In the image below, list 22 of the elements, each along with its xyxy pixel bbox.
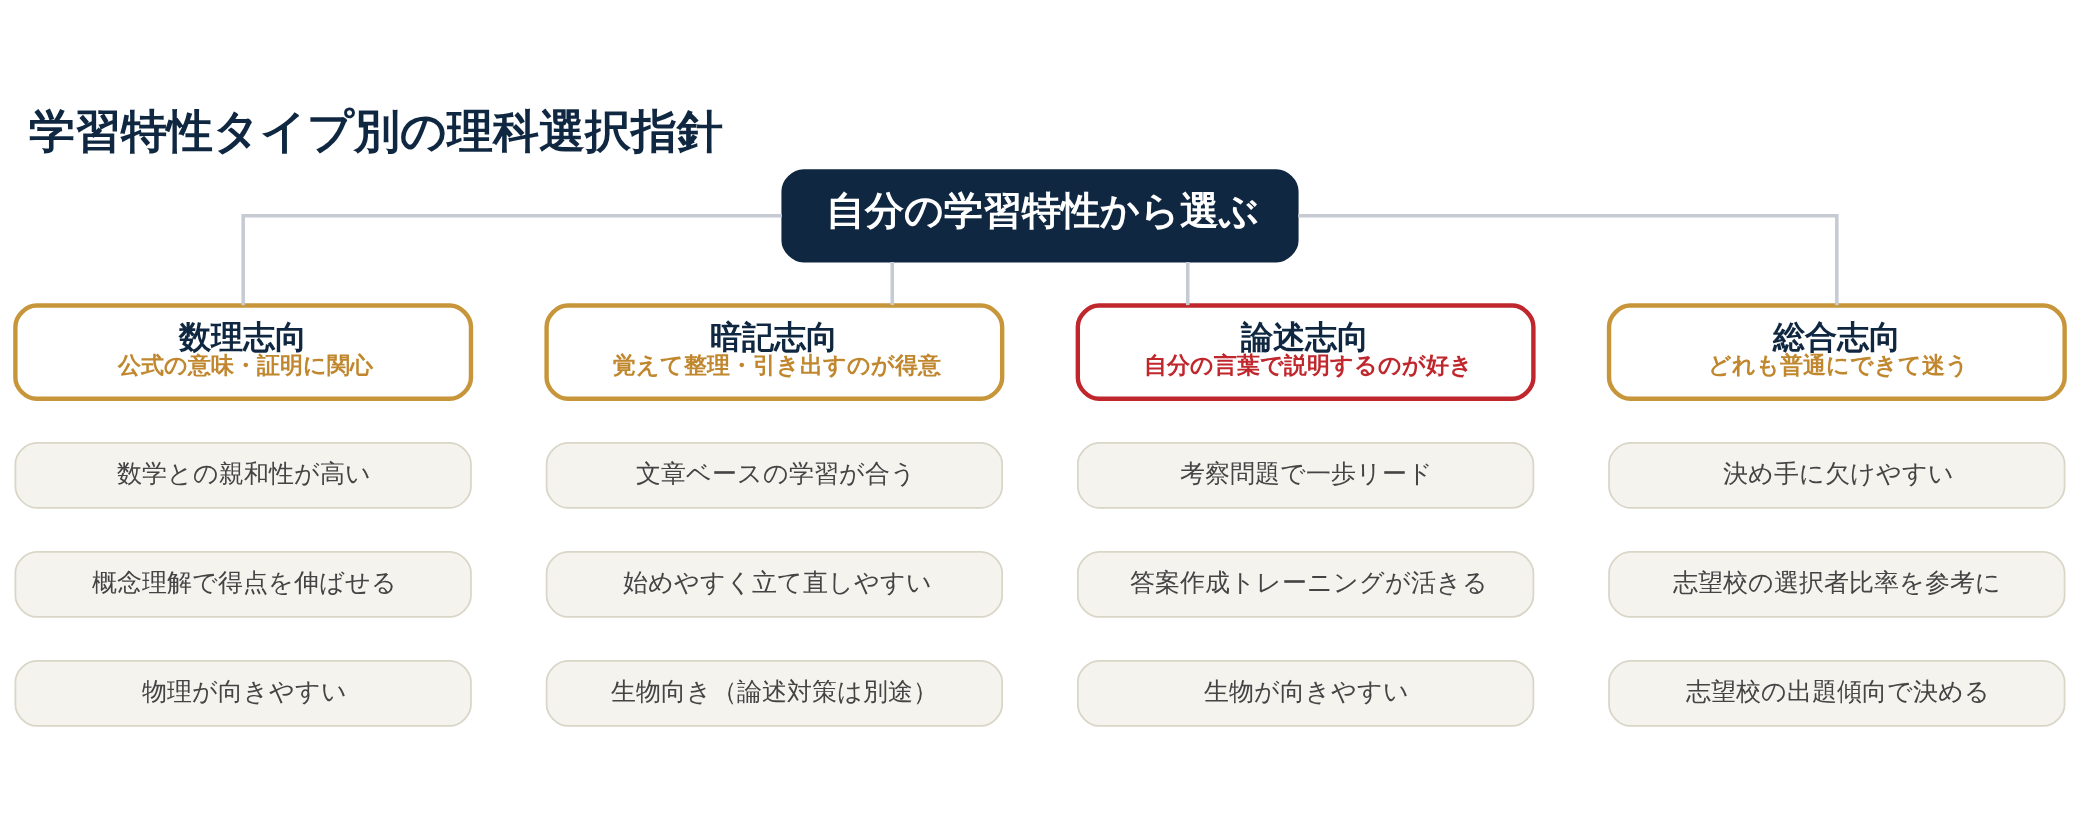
node-box: 総合志向 どれも普通にできて迷う (1606, 302, 2067, 401)
node-box: 志望校の出題傾向で決める (1608, 659, 2066, 727)
node-box: 生物が向きやすい (1076, 659, 1535, 727)
node-box: 概念理解で得点を伸ばせる (14, 550, 472, 618)
node-box: 決め手に欠けやすい (1608, 441, 2066, 509)
node-box: 論述志向 自分の言葉で説明するのが好き (1075, 302, 1536, 401)
connector (1298, 213, 1839, 305)
node-box: 物理が向きやすい (14, 659, 472, 727)
connector (1186, 261, 1190, 305)
node-box: 自分の学習特性から選ぶ (781, 168, 1299, 262)
diagram-title: 学習特性タイプ別の理科選択指針 (29, 104, 724, 158)
node-box: 数理志向 公式の意味・証明に関心 (13, 302, 474, 401)
node-box: 始めやすく立て直しやすい (545, 550, 1004, 618)
node-box: 考察問題で一歩リード (1076, 441, 1535, 509)
node-box: 暗記志向 覚えて整理・引き出すのが得意 (544, 302, 1005, 401)
connector (890, 261, 894, 305)
node-box: 数学との親和性が高い (14, 441, 472, 509)
node-box: 志望校の選択者比率を参考に (1608, 550, 2066, 618)
node-box: 答案作成トレーニングが活きる (1076, 550, 1535, 618)
node-box: 文章ベースの学習が合う (545, 441, 1004, 509)
connector (241, 213, 782, 305)
node-box: 生物向き（論述対策は別途） (545, 659, 1004, 727)
